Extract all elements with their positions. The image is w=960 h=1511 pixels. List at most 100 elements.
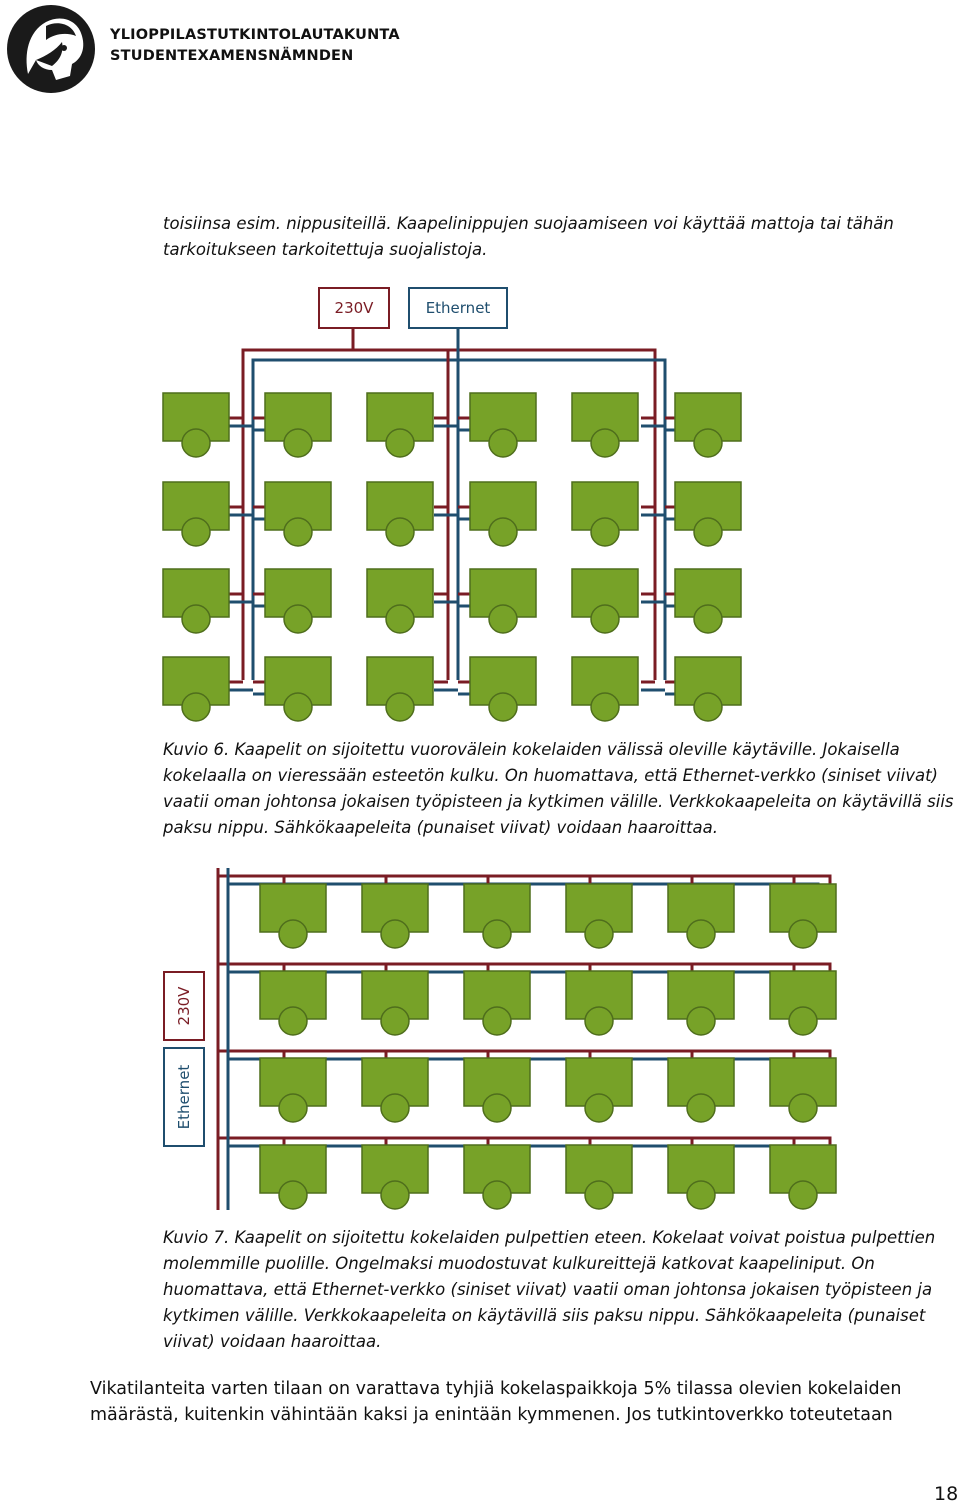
chair-seat (488, 604, 518, 634)
exam-desk (361, 883, 429, 949)
chair-seat (788, 919, 818, 949)
exam-desk (674, 568, 742, 634)
figure-7-caption-line: huomattava, että Ethernet-verkko (sinise… (163, 1280, 933, 1299)
desk-top (361, 1144, 429, 1194)
chair-seat (385, 517, 415, 547)
spartan-helmet-head-icon (7, 5, 95, 93)
chair-seat (482, 919, 512, 949)
exam-desk (565, 1057, 633, 1123)
chair-seat (278, 1093, 308, 1123)
ethernet-trunk (458, 358, 667, 680)
exam-desk (769, 1144, 837, 1210)
chair-seat (181, 692, 211, 722)
desk-top (259, 1057, 327, 1107)
chair-seat (590, 517, 620, 547)
chair-seat (590, 428, 620, 458)
chair-seat (693, 604, 723, 634)
chair-seat (693, 428, 723, 458)
chair-seat (788, 1093, 818, 1123)
chair-seat (788, 1180, 818, 1210)
chair-seat (482, 1180, 512, 1210)
intro-line: tarkoitukseen tarkoitettuja suojalistoja… (163, 240, 488, 259)
exam-desk (463, 883, 531, 949)
power-label-box (318, 287, 390, 329)
exam-desk (361, 1057, 429, 1123)
exam-desk (674, 481, 742, 547)
chair-seat (482, 1093, 512, 1123)
chair-seat (283, 517, 313, 547)
chair-seat (385, 692, 415, 722)
chair-seat (181, 604, 211, 634)
exam-desk (361, 970, 429, 1036)
chair-seat (686, 1006, 716, 1036)
exam-desk (469, 392, 537, 458)
figure-6-aisle-cabling-diagram: 230V Ethernet (162, 287, 742, 722)
exam-desk (469, 656, 537, 722)
exam-desk (259, 1144, 327, 1210)
exam-desk (366, 656, 434, 722)
exam-desk (264, 656, 332, 722)
figure-6-caption-line: paksu nippu. Sähkökaapeleita (punaiset v… (163, 818, 718, 837)
intro-line: toisiinsa esim. nippusiteillä. Kaapelini… (163, 214, 894, 233)
power-label: 230V (335, 299, 375, 317)
chair-seat (693, 517, 723, 547)
desk-top (162, 656, 230, 706)
page-number: 18 (934, 1483, 959, 1505)
chair-seat (590, 604, 620, 634)
exam-desk (469, 568, 537, 634)
exam-desk (264, 568, 332, 634)
chair-seat (278, 919, 308, 949)
exam-desk (361, 1144, 429, 1210)
exam-desk (162, 656, 230, 722)
exam-desk (469, 481, 537, 547)
chair-seat (283, 692, 313, 722)
chair-seat (380, 1006, 410, 1036)
ethernet-label-box (163, 1047, 205, 1147)
exam-desk (667, 970, 735, 1036)
power-trunk (353, 348, 657, 680)
figure-7-caption-line: viivat) voidaan haaroittaa. (163, 1332, 382, 1351)
chair-seat (686, 1180, 716, 1210)
exam-desk (667, 883, 735, 949)
exam-desk (571, 656, 639, 722)
exam-desk (162, 481, 230, 547)
desk-top (571, 481, 639, 531)
desk-top (769, 883, 837, 933)
exam-desk (565, 970, 633, 1036)
chair-seat (380, 1180, 410, 1210)
body-text-line: määrästä, kuitenkin vähintään kaksi ja e… (90, 1405, 893, 1425)
chair-seat (584, 1180, 614, 1210)
exam-desk (366, 568, 434, 634)
exam-desk (259, 883, 327, 949)
chair-seat (380, 919, 410, 949)
exam-desk (259, 1057, 327, 1123)
chair-seat (584, 1093, 614, 1123)
exam-desk (667, 1144, 735, 1210)
exam-desk (366, 392, 434, 458)
exam-desk (571, 481, 639, 547)
exam-desk (264, 392, 332, 458)
exam-desk (162, 568, 230, 634)
figure-6-caption-line: vaatii oman johtonsa jokaisen työpisteen… (163, 792, 954, 811)
exam-desk (264, 481, 332, 547)
chair-seat (482, 1006, 512, 1036)
exam-desk (463, 1057, 531, 1123)
chair-seat (181, 428, 211, 458)
exam-desk (463, 1144, 531, 1210)
chair-seat (686, 919, 716, 949)
chair-seat (488, 692, 518, 722)
exam-desk (463, 970, 531, 1036)
chair-seat (488, 517, 518, 547)
exam-desk (366, 481, 434, 547)
power-label-box (163, 971, 205, 1041)
exam-desk (162, 392, 230, 458)
exam-desk (769, 883, 837, 949)
ethernet-label: Ethernet (426, 299, 491, 317)
chair-seat (693, 692, 723, 722)
chair-seat (385, 604, 415, 634)
chair-seat (278, 1180, 308, 1210)
chair-seat (283, 604, 313, 634)
exam-desk (565, 1144, 633, 1210)
figure-6-caption-line: Kuvio 6. Kaapelit on sijoitettu vuoroväl… (163, 740, 900, 759)
